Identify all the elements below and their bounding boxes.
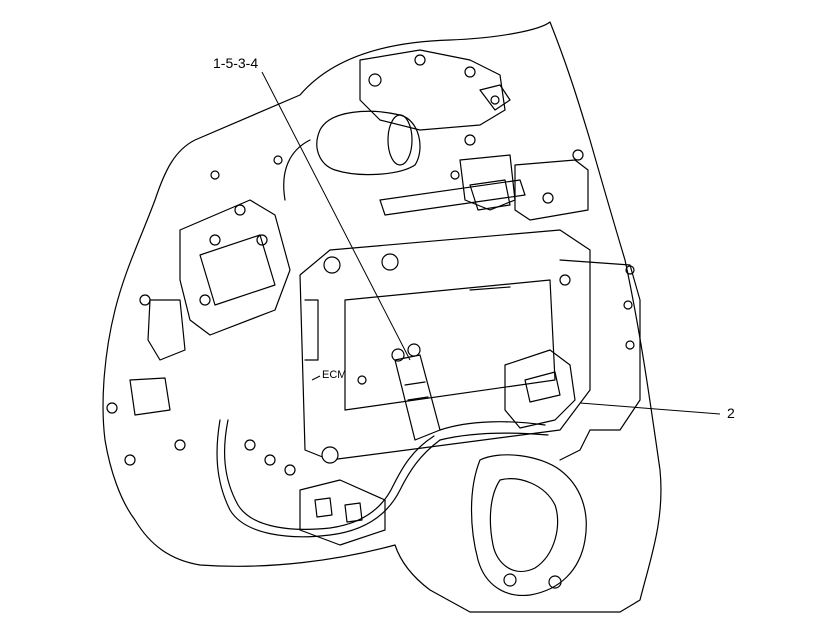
bottom-housing	[470, 454, 587, 597]
intake-pipe	[316, 110, 421, 176]
ecm-body	[299, 229, 591, 461]
callout-2-label: 2	[727, 405, 735, 421]
wire-harness	[216, 419, 441, 538]
bottom-connector-block	[299, 479, 386, 546]
callout-1534-label: 1-5-3-4	[213, 55, 259, 71]
connector-2	[504, 349, 576, 429]
leader-line-1534	[261, 71, 411, 361]
left-bracket	[179, 199, 291, 336]
engine-outline	[102, 21, 662, 613]
ecm-label: ECM	[322, 369, 347, 381]
flywheel-housing	[559, 259, 641, 461]
upper-right-module	[514, 159, 589, 221]
leader-line-2	[579, 402, 721, 415]
top-manifold	[359, 49, 506, 131]
leader-line-ecm	[311, 375, 321, 381]
fuel-rail	[379, 179, 526, 216]
